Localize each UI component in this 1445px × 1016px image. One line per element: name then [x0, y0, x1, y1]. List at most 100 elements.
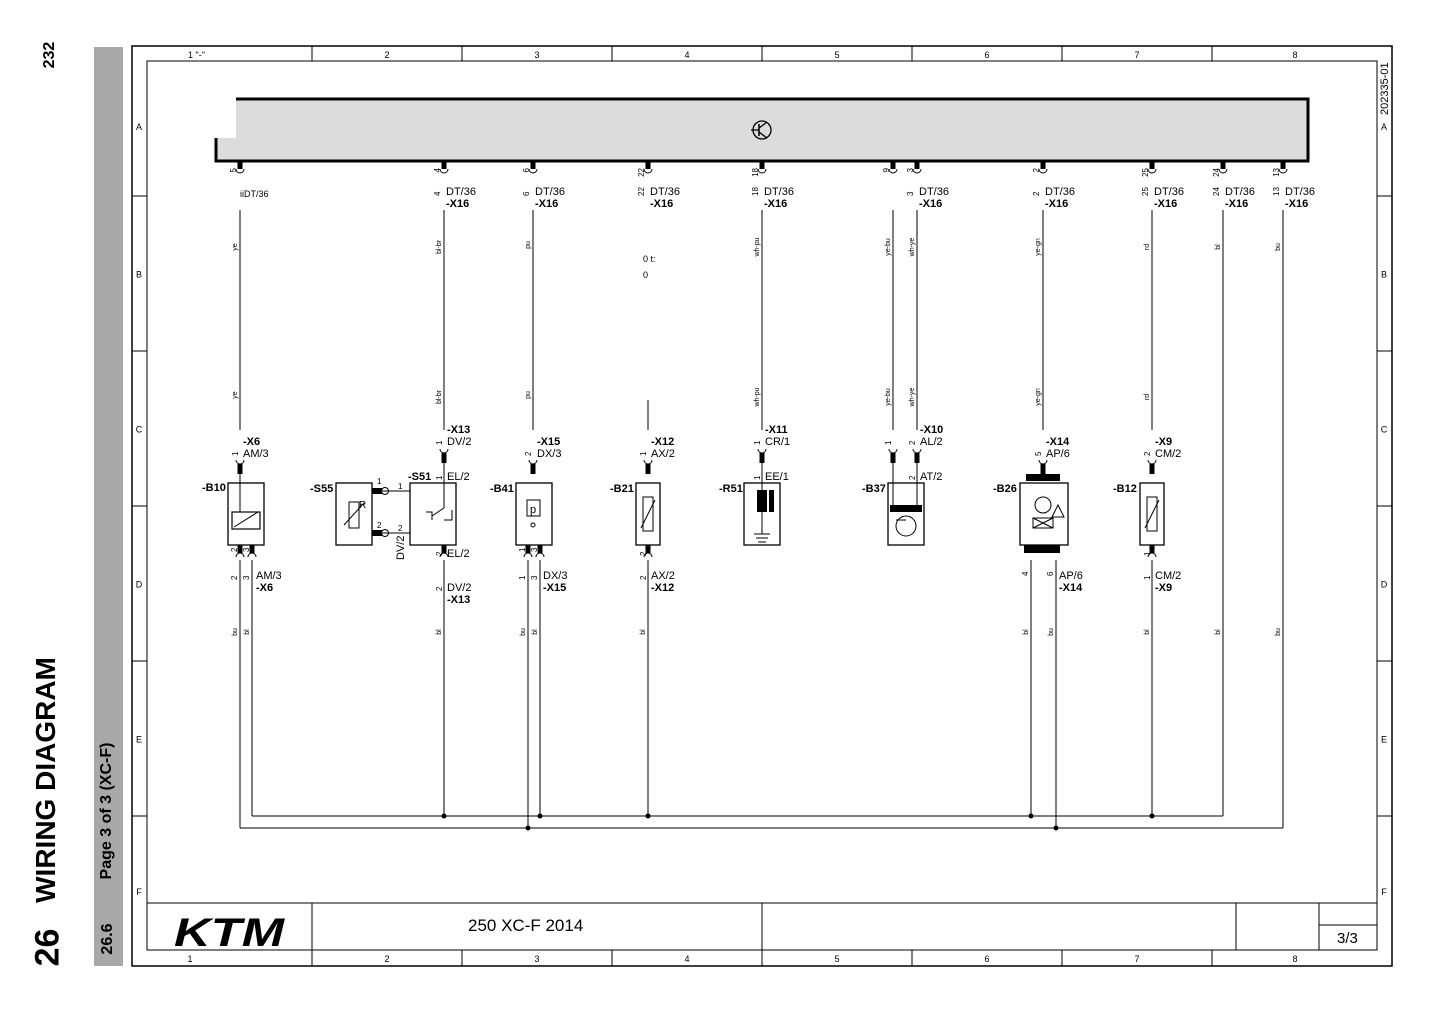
r51-pin: 1	[753, 440, 762, 445]
wire-color-label: ye-gn	[1035, 238, 1042, 256]
b21-top-connector: -X12	[651, 436, 674, 448]
wire-color-label: bl	[1215, 629, 1222, 635]
s51-id: -S51	[408, 471, 431, 483]
column-label-top: 2	[384, 50, 389, 60]
faded-text-1: iiDT/36	[240, 189, 269, 199]
r51-connector-top-pin	[759, 453, 765, 463]
wire-color-label: ye-bu	[885, 388, 892, 406]
r51-connector-top	[757, 448, 767, 454]
b26-pin-row	[1024, 545, 1060, 553]
r51-top-label: CR/1	[765, 436, 790, 448]
connector-pin-number: 18	[751, 187, 760, 196]
ecu-pin-number: 24	[1212, 167, 1221, 176]
b10-bottom-label: AM/3	[256, 570, 282, 582]
ecu-pin-socket-pin	[1220, 161, 1226, 169]
b12-connector-bottom	[1147, 552, 1157, 558]
ecu-pin-socket-pin	[237, 161, 243, 169]
b37-pin: 1	[884, 440, 893, 445]
b10-pin: 2	[230, 547, 239, 552]
ecu-pin-label: DT/36	[1285, 186, 1315, 198]
s55-pin-num: 1	[377, 477, 382, 486]
wire-color-label: wh-pu	[754, 237, 761, 257]
ecu-connector-id: -X16	[650, 198, 673, 210]
b21-connector-bottom	[643, 552, 653, 558]
wire-color-label: bl-br	[436, 239, 443, 254]
wire-color-label: bl	[1215, 244, 1222, 250]
s55-body	[335, 482, 373, 546]
r51-pin: 1	[753, 475, 762, 480]
b10-connector-bottom-pin	[249, 545, 255, 553]
r51-top-connector: -X11	[765, 424, 788, 436]
b21-top-label: AX/2	[651, 448, 675, 460]
ecu-block-mask	[186, 96, 236, 138]
row-label-left: F	[136, 887, 142, 897]
s51-out-label: EL/2	[447, 548, 470, 560]
row-label-right: E	[1381, 735, 1387, 745]
b10-body	[227, 482, 265, 546]
s51-pin: 1	[435, 440, 444, 445]
wires: yeyebl-brbl-brpupuwh-puwh-puye-buye-buwh…	[232, 210, 1284, 831]
b26-body	[1019, 482, 1069, 546]
b41-pin: 3	[530, 575, 539, 580]
column-label-bottom: 7	[1134, 954, 1139, 964]
ecu-pin-socket-pin	[759, 161, 765, 169]
connector-pin-number: 4	[433, 191, 442, 196]
ecu-pin-label: DT/36	[535, 186, 565, 198]
wire-color-label: bl	[1023, 629, 1030, 635]
b37-id: -B37	[862, 483, 886, 495]
b21-pin: 2	[639, 551, 648, 556]
b41-pin: 2	[524, 451, 533, 456]
s55-arrow	[343, 502, 365, 526]
ecu-pin-socket	[235, 168, 245, 174]
b26-pin: 6	[1046, 571, 1055, 576]
b26-pin: 5	[1034, 451, 1043, 456]
r51-coil	[769, 490, 774, 512]
ktm-logo: KTM	[174, 911, 286, 955]
b41-top-label: DX/3	[537, 448, 561, 460]
wire-color-label: ye-gn	[1035, 388, 1042, 406]
connector-pin-number: 2	[1032, 191, 1041, 196]
row-label-right: F	[1381, 887, 1387, 897]
s51-connector-top	[439, 448, 449, 454]
wire-color-label: bl-br	[436, 389, 443, 404]
ecu-pin-socket	[643, 168, 653, 174]
b37-connector-top	[888, 448, 898, 454]
wire-color-label: wh-pu	[754, 387, 761, 407]
b26-pin-row	[1026, 474, 1060, 481]
ecu-pin-socket	[1278, 168, 1288, 174]
b37-body	[887, 482, 925, 546]
b41-sensor	[526, 499, 541, 517]
b21-arrow	[640, 499, 656, 529]
row-label-right: B	[1381, 270, 1387, 280]
b21-id: -B21	[610, 483, 634, 495]
s51-connector-top-pin	[441, 453, 447, 463]
s51-pin-num: 2	[398, 524, 403, 533]
wire-color-label: pu	[525, 241, 532, 249]
wire-color-label: bu	[1275, 628, 1282, 636]
b41-bottom-label: DX/3	[543, 570, 567, 582]
b12-id: -B12	[1113, 483, 1137, 495]
ecu-connector-id: -X16	[446, 198, 469, 210]
b37-pin: 2	[908, 440, 917, 445]
b10-resistor	[231, 511, 261, 530]
s51-connector-bottom-pin	[441, 545, 447, 553]
ecu-pin-socket	[1218, 168, 1228, 174]
b10-pin: 1	[231, 451, 240, 456]
ecu-connector-id: -X16	[1154, 198, 1177, 210]
b21-bottom-connector: -X12	[651, 582, 674, 594]
b37-connector-top	[912, 448, 922, 454]
ecu-pin-label: DT/36	[919, 186, 949, 198]
b12-connector-top	[1147, 459, 1157, 465]
ecu-pin-number: 5	[229, 167, 238, 172]
b21-connector-bottom-pin	[645, 545, 651, 553]
b26-connector-top	[1038, 459, 1048, 465]
connector-pin-number: 25	[1141, 187, 1150, 196]
wire-color-label: rd	[1144, 244, 1151, 250]
ecu-pin-socket	[439, 168, 449, 174]
b41-top-connector: -X15	[537, 436, 560, 448]
b37-in-label: AT/2	[920, 471, 942, 483]
connector-pin-number: 6	[522, 191, 531, 196]
transistor-icon	[751, 120, 772, 140]
column-label-bottom: 3	[534, 954, 539, 964]
